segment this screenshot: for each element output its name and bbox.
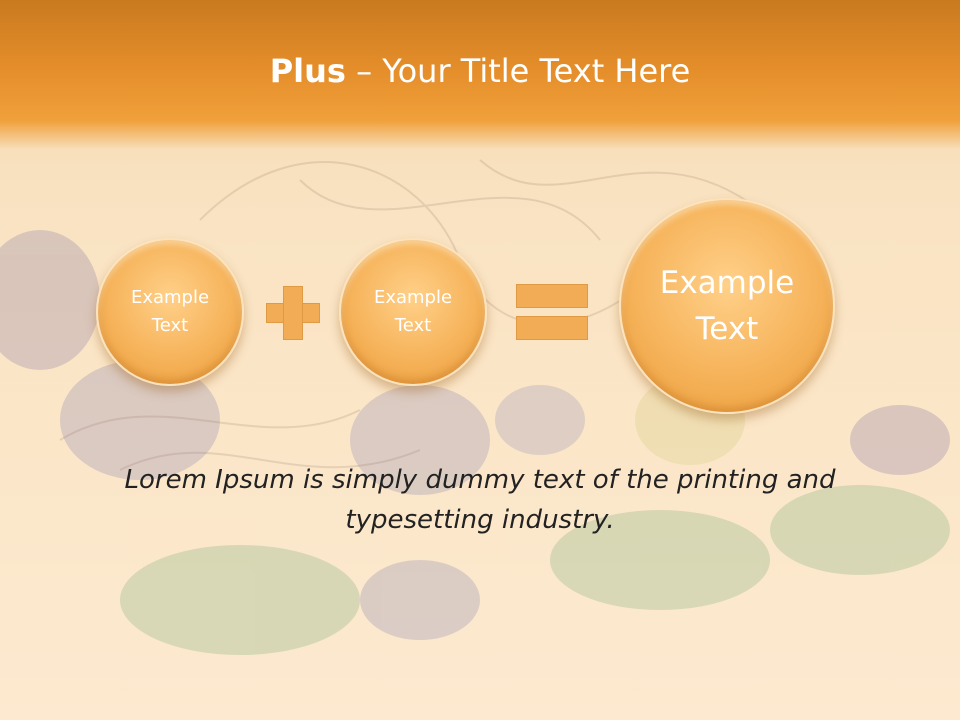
circle-label: Example Text <box>659 265 795 347</box>
equals-icon-bottom <box>516 316 588 340</box>
plus-icon <box>266 286 320 340</box>
circle-example-result: Example Text <box>619 198 835 414</box>
slide-title: Plus – Your Title Text Here <box>0 52 960 90</box>
circle-label: Example Text <box>373 287 453 336</box>
title-rest: – Your Title Text Here <box>345 52 691 90</box>
title-bold: Plus <box>269 52 346 90</box>
header-band <box>0 0 960 150</box>
circle-example-1: Example Text <box>96 238 244 386</box>
circle-label: Example Text <box>130 287 210 336</box>
equals-icon-top <box>516 284 588 308</box>
caption-text: Lorem Ipsum is simply dummy text of the … <box>124 465 836 535</box>
circle-example-2: Example Text <box>339 238 487 386</box>
